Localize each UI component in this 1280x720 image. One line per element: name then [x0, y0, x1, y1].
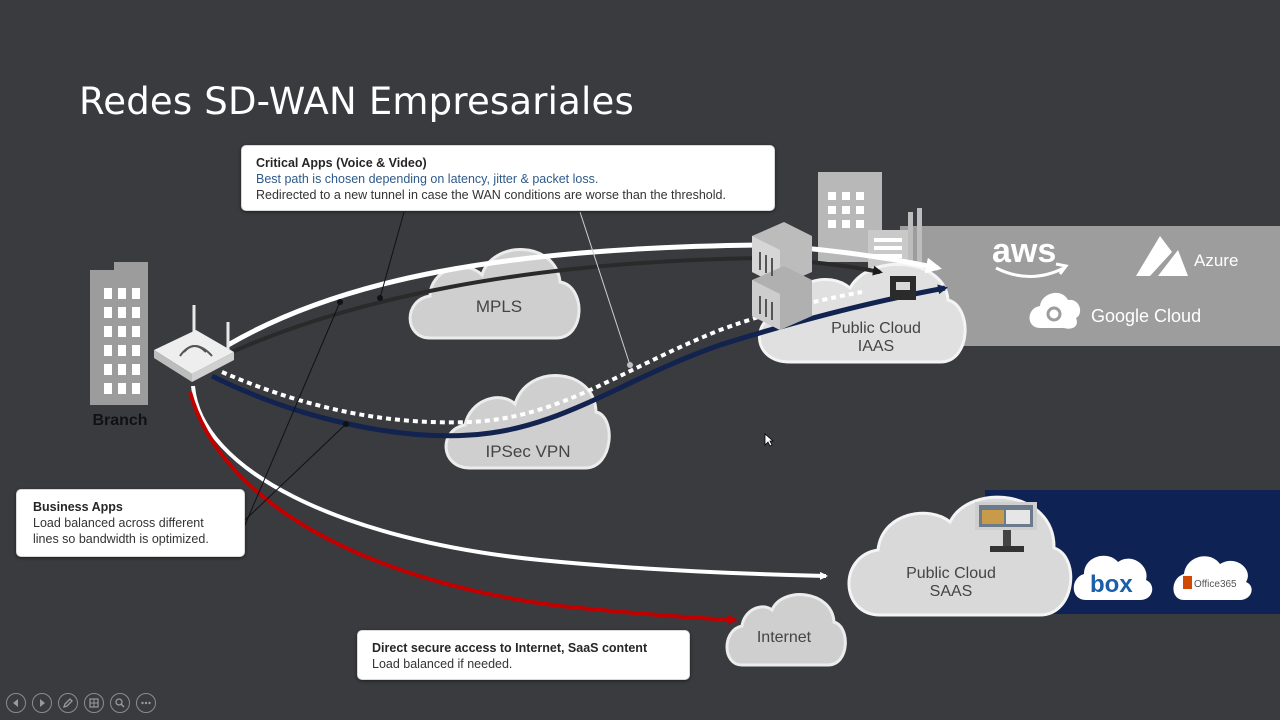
saas-label-line1: Public Cloud — [906, 565, 996, 582]
zoom-button[interactable] — [110, 693, 130, 713]
aws-logo-text: aws — [992, 232, 1056, 270]
see-all-slides-button[interactable] — [84, 693, 104, 713]
previous-slide-button[interactable] — [6, 693, 26, 713]
ipsec-vpn-label: IPSec VPN — [485, 442, 570, 461]
internet-access-line1: Load balanced if needed. — [372, 657, 513, 671]
critical-apps-callout: Critical Apps (Voice & Video) Best path … — [241, 145, 775, 211]
internet-path — [188, 391, 738, 625]
mpls-label: MPLS — [476, 297, 522, 316]
slide-title: Redes SD-WAN Empresariales — [79, 80, 634, 123]
box-logo: box — [1073, 555, 1153, 600]
internet-access-heading: Direct secure access to Internet, SaaS c… — [372, 641, 648, 655]
box-logo-text: box — [1090, 571, 1133, 598]
internet-access-callout: Direct secure access to Internet, SaaS c… — [357, 630, 690, 680]
mpls-path-white — [226, 242, 942, 348]
kiosk-icon — [975, 502, 1037, 552]
presentation-toolbar — [6, 693, 156, 713]
pen-tool-button[interactable] — [58, 693, 78, 713]
internet-cloud — [725, 593, 847, 667]
branch-building-icon — [90, 262, 148, 405]
business-apps-callout: Business Apps Load balanced across diffe… — [16, 489, 245, 557]
next-icon — [40, 699, 45, 707]
next-slide-button[interactable] — [32, 693, 52, 713]
leader-dots — [337, 295, 633, 427]
azure-logo-icon — [1136, 236, 1188, 276]
google-cloud-icon — [1029, 292, 1081, 329]
sdwan-router-icon — [154, 305, 234, 382]
iaas-label-line1: Public Cloud — [831, 320, 921, 337]
mpls-path-dark — [231, 255, 883, 354]
critical-apps-heading: Critical Apps (Voice & Video) — [256, 156, 427, 170]
saas-label-line2: SAAS — [930, 583, 973, 600]
datacenter-building-icon — [818, 172, 922, 270]
firewall-appliance-icon — [890, 276, 916, 300]
branch-label: Branch — [92, 412, 147, 429]
business-apps-heading: Business Apps — [33, 500, 123, 514]
critical-apps-line1: Best path is chosen depending on latency… — [256, 172, 599, 186]
internet-label: Internet — [757, 629, 812, 646]
slides-icon — [89, 698, 99, 708]
office365-logo-text: Office365 — [1194, 579, 1237, 590]
server-stack-icon — [752, 222, 812, 330]
ipsec-path-dotted — [221, 290, 863, 425]
callout-leader-lines — [244, 211, 405, 526]
google-cloud-label: Google Cloud — [1091, 306, 1201, 326]
previous-icon — [13, 699, 18, 707]
business-apps-line1: Load balanced across different — [33, 516, 204, 530]
critical-apps-line2: Redirected to a new tunnel in case the W… — [256, 188, 726, 202]
critical-leader-line — [579, 211, 631, 366]
business-apps-line2: lines so bandwidth is optimized. — [33, 532, 209, 546]
iaas-label-line2: IAAS — [858, 338, 894, 355]
aws-logo: aws — [992, 232, 1069, 278]
mouse-cursor-icon — [764, 433, 774, 447]
azure-label: Azure — [1194, 251, 1238, 270]
more-options-button[interactable] — [136, 693, 156, 713]
ipsec-vpn-cloud — [444, 374, 611, 470]
pen-icon — [62, 698, 73, 709]
saas-path — [191, 385, 828, 580]
zoom-icon — [115, 698, 125, 708]
more-icon — [141, 701, 151, 705]
office365-logo: Office365 — [1173, 556, 1252, 600]
